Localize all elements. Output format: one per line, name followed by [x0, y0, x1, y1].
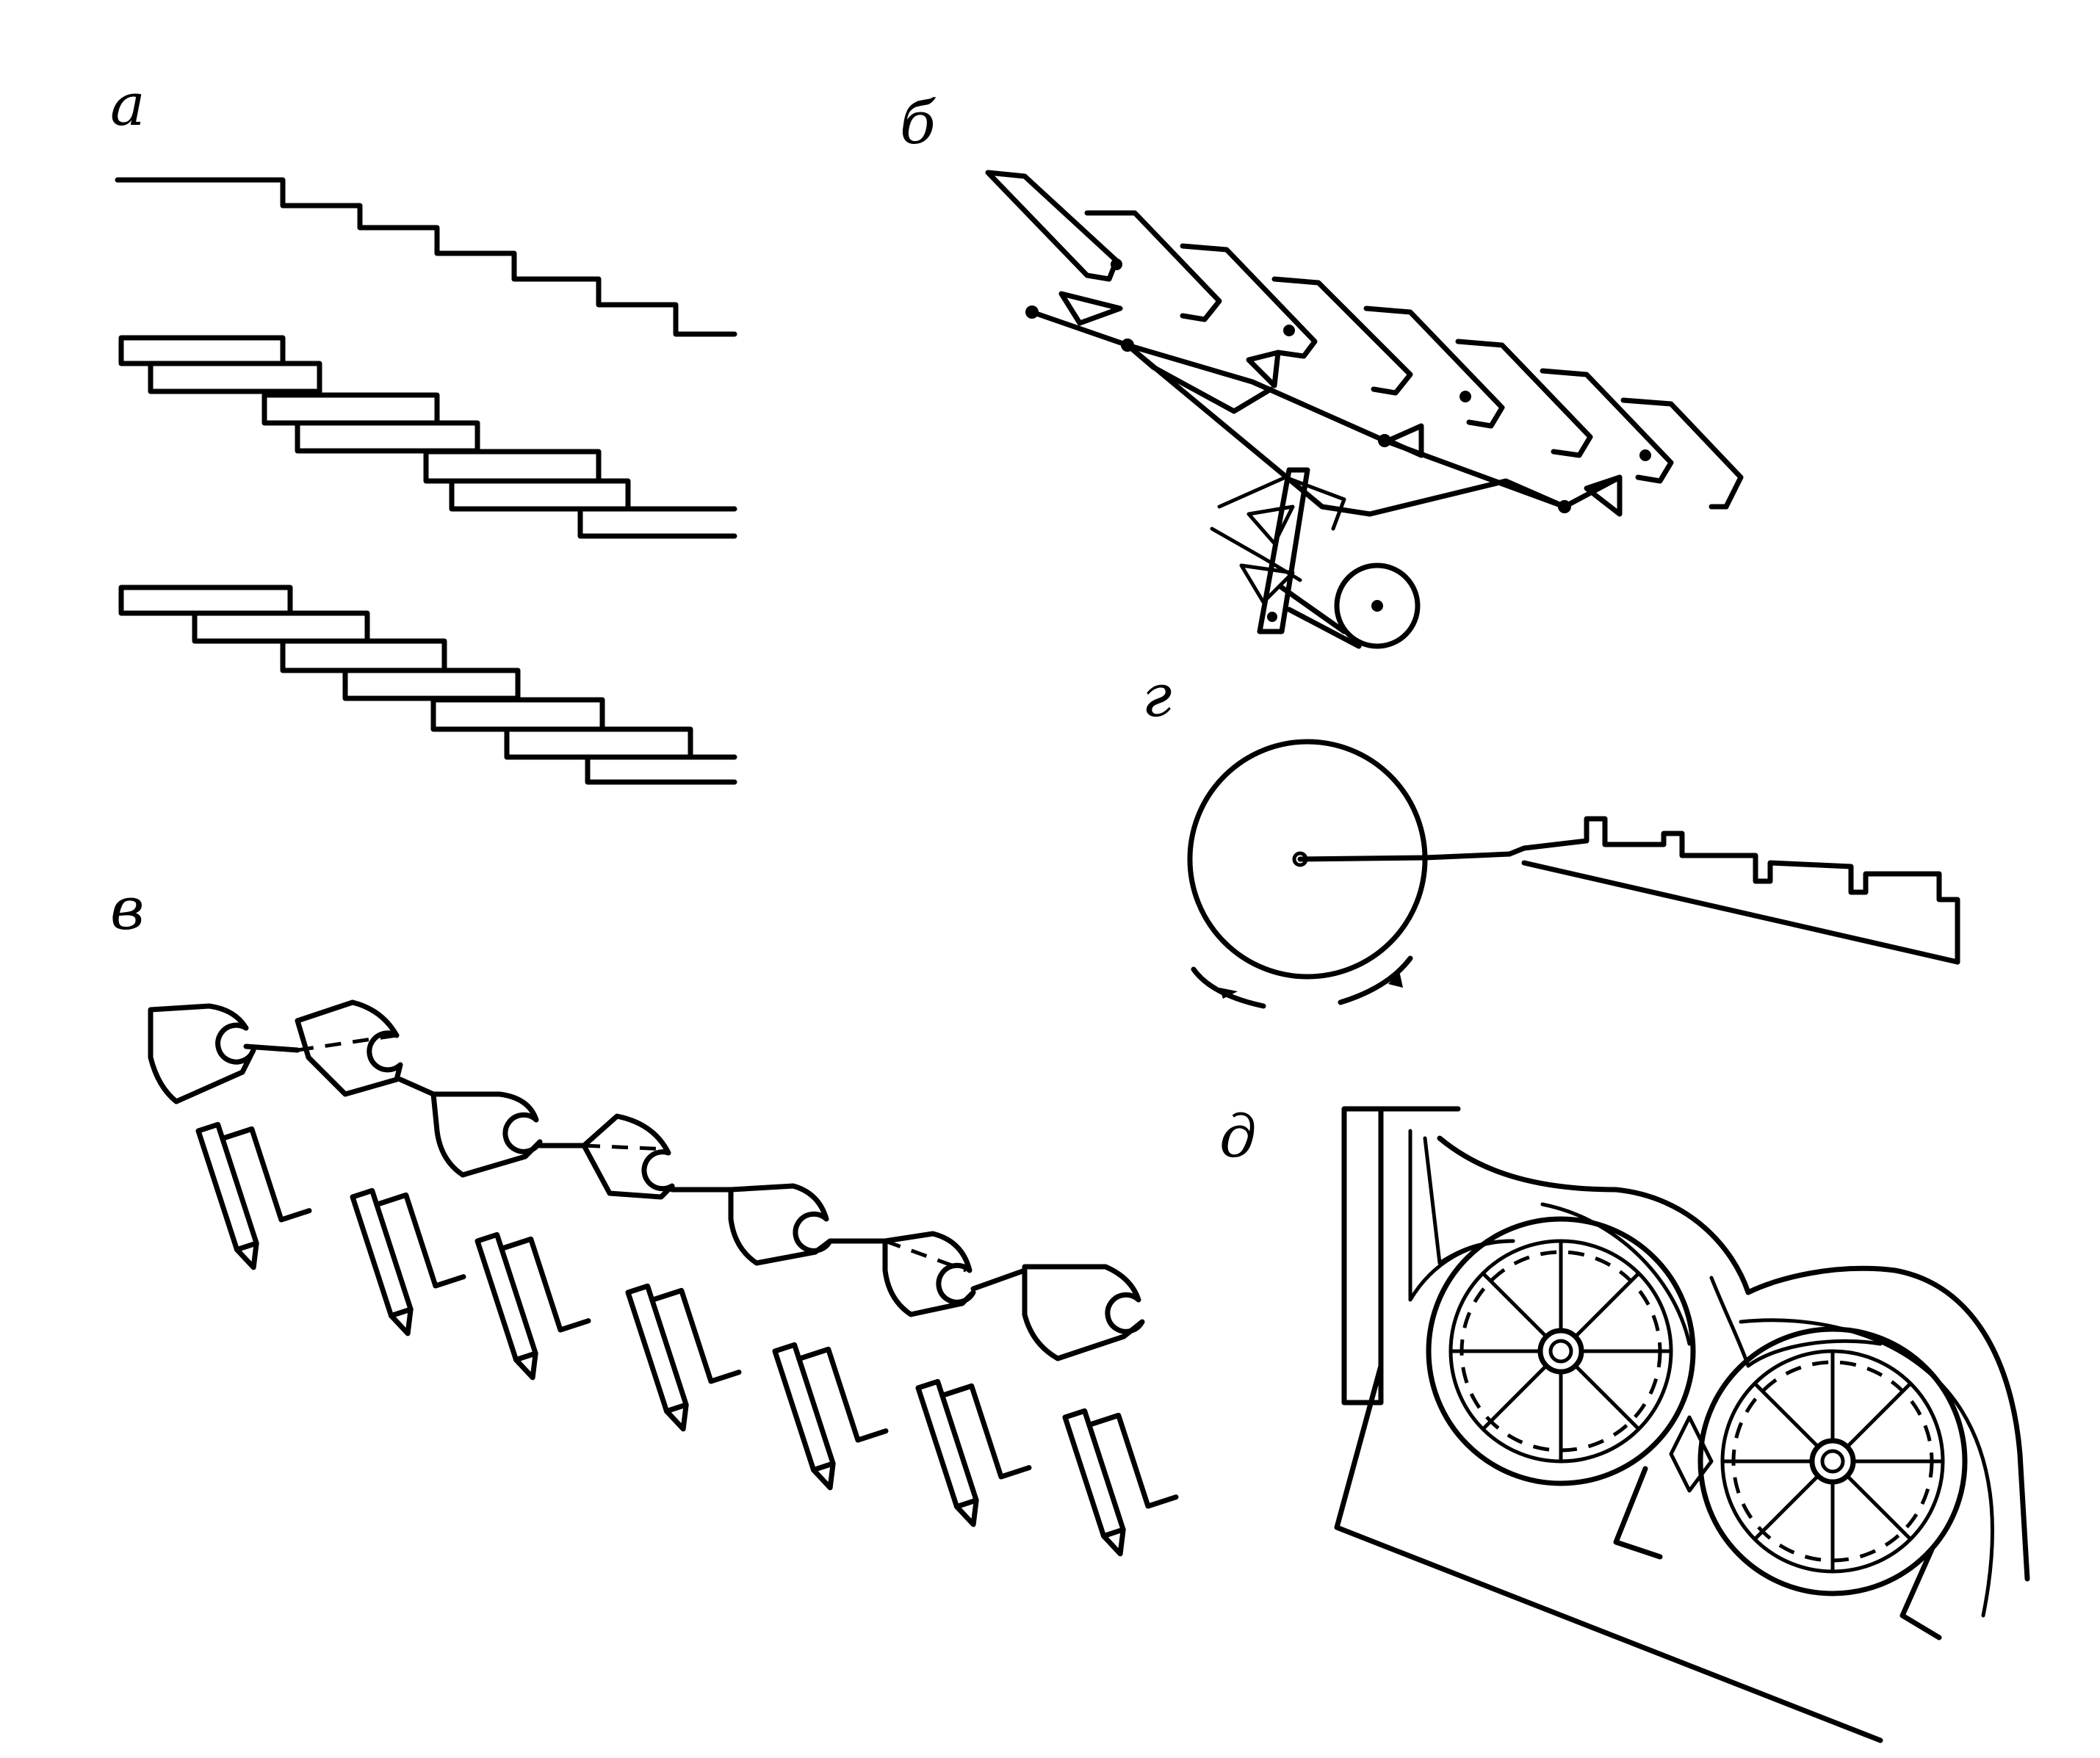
- panel-label-d: д: [1219, 1102, 1257, 1171]
- drive-mechanism: [1210, 467, 1421, 649]
- panel-b: б: [900, 89, 1744, 649]
- chain-grate-links: [148, 999, 1145, 1361]
- roller-2: [1697, 1326, 1968, 1596]
- bar-holders: [195, 1121, 1179, 1557]
- stepped-grate-1: [118, 335, 737, 539]
- wall-hatched: [1341, 1106, 1384, 1406]
- drive-linkage: [1025, 305, 1623, 517]
- panel-label-a: а: [110, 70, 145, 139]
- panel-label-b: б: [900, 89, 937, 157]
- panel-label-v: в: [110, 875, 145, 943]
- reciprocating-grate-bars: [985, 170, 1744, 510]
- panel-label-g: г: [1142, 662, 1172, 730]
- panel-d: д: [1219, 1102, 2030, 1743]
- stepped-grate-2: [118, 585, 737, 785]
- panel-v: в: [110, 875, 1179, 1557]
- panel-g: г: [1142, 662, 1960, 1009]
- step-profile: [115, 177, 737, 337]
- bar-supports: [1058, 291, 1623, 517]
- roller-1: [1426, 1216, 1696, 1486]
- panel-a: а: [110, 70, 737, 785]
